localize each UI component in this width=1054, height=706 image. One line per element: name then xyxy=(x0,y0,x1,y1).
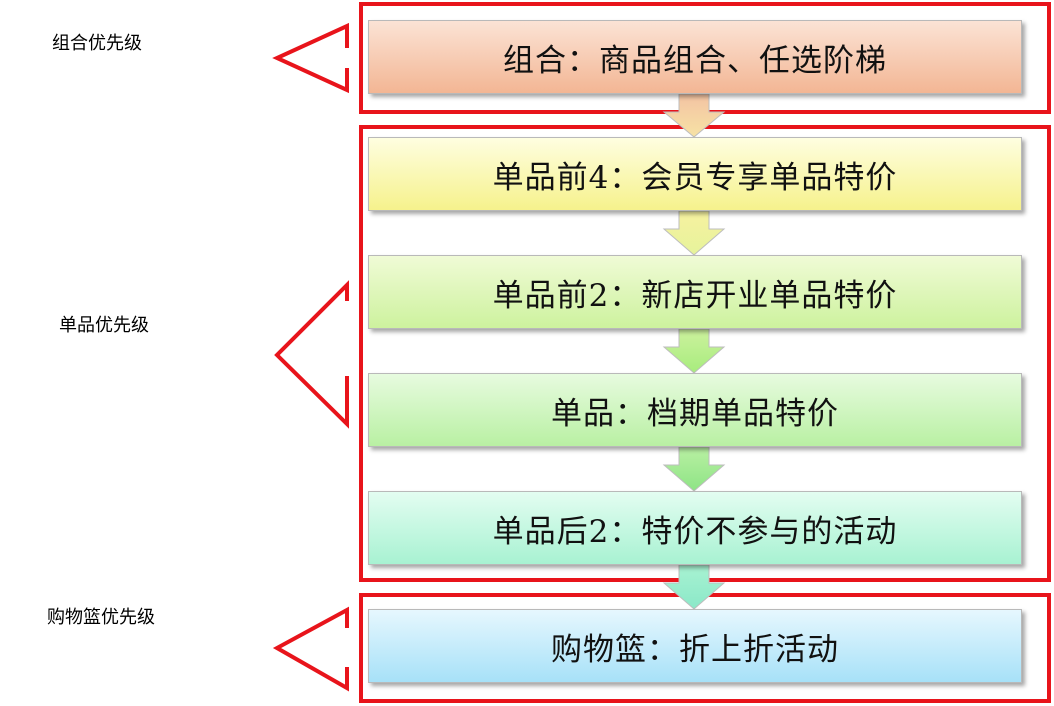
step-label: 单品前4：会员专享单品特价 xyxy=(492,159,898,196)
step-label: 单品后2：特价不参与的活动 xyxy=(492,513,898,550)
down-arrow-4 xyxy=(662,446,726,492)
step-label: 单品：档期单品特价 xyxy=(551,395,839,432)
level-label-combo: 组合优先级 xyxy=(52,33,142,54)
level-label-basket: 购物篮优先级 xyxy=(47,607,155,628)
step-single: 单品：档期单品特价 xyxy=(368,373,1022,447)
step-single-before-4: 单品前4：会员专享单品特价 xyxy=(368,137,1022,211)
down-arrow-5 xyxy=(662,564,726,610)
level-label-single: 单品优先级 xyxy=(59,315,149,336)
arrow-left-basket-shape xyxy=(272,606,349,692)
step-combo: 组合：商品组合、任选阶梯 xyxy=(368,20,1022,94)
step-label: 组合：商品组合、任选阶梯 xyxy=(503,42,887,79)
step-label: 单品前2：新店开业单品特价 xyxy=(492,277,898,314)
step-label: 购物篮：折上折活动 xyxy=(551,631,839,668)
arrow-left-single-shape xyxy=(274,280,349,429)
step-basket: 购物篮：折上折活动 xyxy=(368,609,1022,683)
down-arrow-2 xyxy=(662,210,726,256)
arrow-left-combo-shape xyxy=(272,22,349,94)
step-single-after-2: 单品后2：特价不参与的活动 xyxy=(368,491,1022,565)
step-single-before-2: 单品前2：新店开业单品特价 xyxy=(368,255,1022,329)
down-arrow-1 xyxy=(662,93,726,138)
down-arrow-3 xyxy=(662,328,726,374)
